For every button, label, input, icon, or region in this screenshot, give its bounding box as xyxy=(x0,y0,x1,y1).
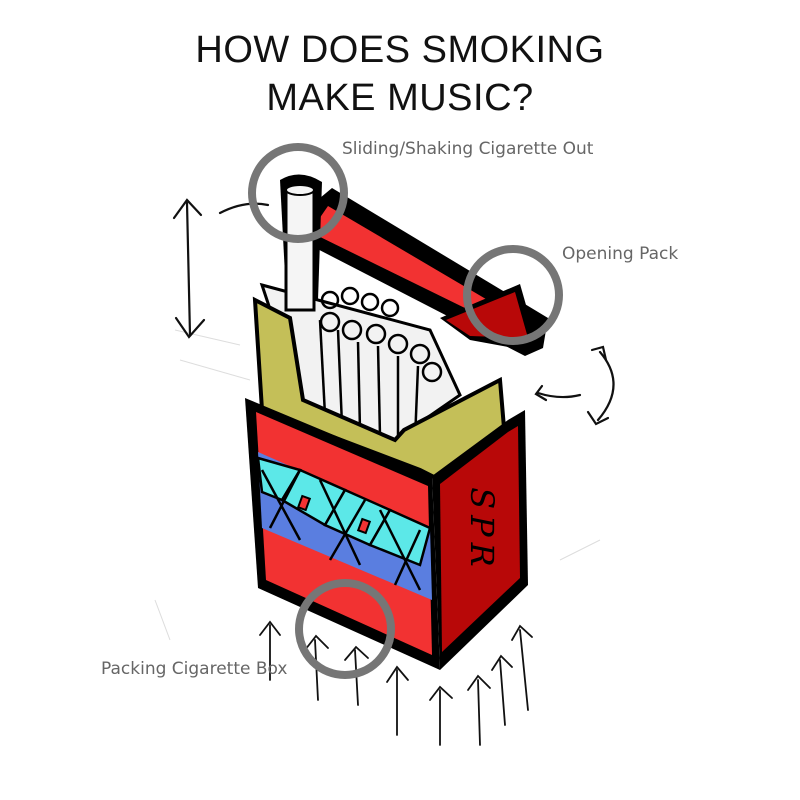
diamond-pattern xyxy=(256,456,432,567)
ring-opening-pack[interactable] xyxy=(463,245,563,345)
highlight-rings xyxy=(248,143,563,679)
background-sketch-lines xyxy=(154,329,601,641)
pack-side: SPR xyxy=(432,410,528,670)
ring-packing-box[interactable] xyxy=(295,579,395,679)
annotation-label-sliding-cigarette: Sliding/Shaking Cigarette Out xyxy=(342,139,594,159)
pack-side-monogram: SPR xyxy=(463,487,501,573)
title-line-1: HOW DOES SMOKING xyxy=(195,29,605,71)
annotation-label-opening-pack: Opening Pack xyxy=(562,244,679,264)
title-line-2: MAKE MUSIC? xyxy=(266,77,534,119)
annotation-label-packing-box: Packing Cigarette Box xyxy=(101,659,288,679)
pack-lid xyxy=(300,188,548,356)
page-title: HOW DOES SMOKING MAKE MUSIC? xyxy=(0,26,800,122)
pack-front xyxy=(245,398,440,670)
ring-sliding-cigarette[interactable] xyxy=(248,143,348,243)
vertical-double-arrow-icon xyxy=(172,198,270,339)
curved-double-arrow-icon xyxy=(534,345,615,426)
